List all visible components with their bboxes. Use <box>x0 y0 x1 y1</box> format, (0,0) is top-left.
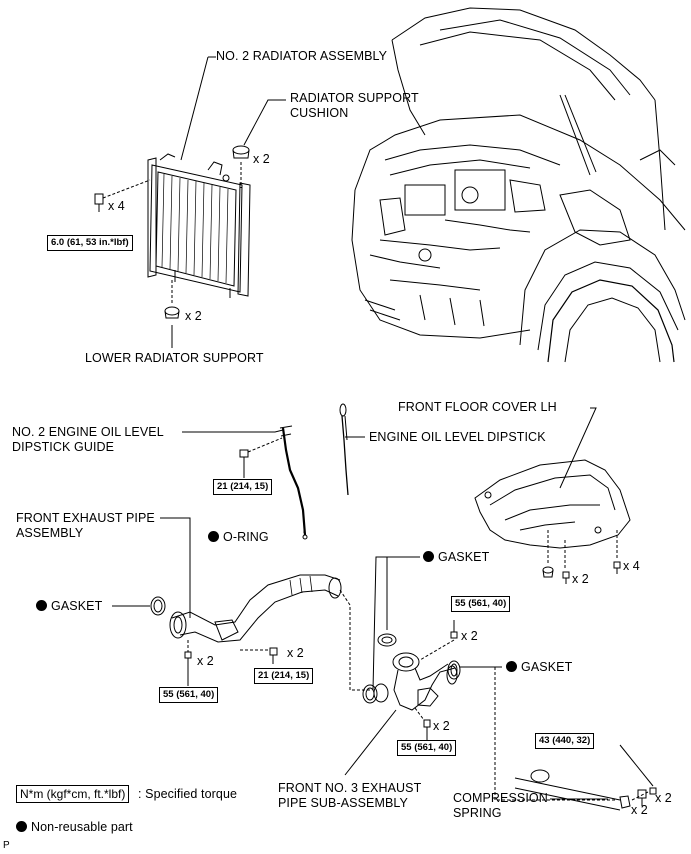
dipstick-illustration <box>339 403 349 496</box>
torque-dipstick-bolt: 21 (214, 15) <box>213 479 273 495</box>
leader-dipstick-guide <box>182 429 284 433</box>
qty-pipe-bolt-mid: x 2 <box>287 646 304 660</box>
radiator-illustration <box>147 153 251 298</box>
leader-exhaust-pipe <box>160 517 191 618</box>
nonreusable-dot-icon <box>16 821 27 832</box>
label-dipstick-guide-line2: DIPSTICK GUIDE <box>12 440 115 454</box>
legend-nonreusable: Non-reusable part <box>16 820 133 835</box>
spring-join-dash <box>494 667 615 801</box>
label-compression-line1: COMPRESSION <box>453 791 548 805</box>
label-exhaust-pipe-line1: FRONT EXHAUST PIPE <box>16 511 155 525</box>
label-o-ring: O-RING <box>208 530 269 545</box>
gasket-left-illustration <box>150 596 166 616</box>
leader-radiator <box>180 56 209 161</box>
gasket-top-illustration <box>377 633 397 647</box>
label-gasket-top: GASKET <box>423 550 489 565</box>
qty-pipe-nut-left: x 2 <box>197 654 214 668</box>
dipstick-guide-illustration <box>239 425 308 540</box>
leader-cushion <box>243 99 286 146</box>
floor-cover-illustration <box>474 459 631 584</box>
qty-spring-right: x 2 <box>655 791 672 805</box>
label-gasket-right: GASKET <box>506 660 572 675</box>
qty-pipe-nut-upper-right: x 2 <box>461 629 478 643</box>
torque-radiator-bolt: 6.0 (61, 53 in.*lbf) <box>47 235 133 251</box>
leader-no3-pipe <box>344 709 397 776</box>
legend-nonreusable-text: Non-reusable part <box>31 820 133 834</box>
label-no3-pipe-line2: PIPE SUB-ASSEMBLY <box>278 796 408 810</box>
label-lower-support: LOWER RADIATOR SUPPORT <box>85 351 264 365</box>
no3-pipe-illustration <box>373 652 458 711</box>
qty-lower-support: x 2 <box>185 309 202 323</box>
nonreusable-dot-icon <box>506 661 517 672</box>
label-floor-cover: FRONT FLOOR COVER LH <box>398 400 557 414</box>
legend-torque-unit: N*m (kgf*cm, ft.*lbf) <box>16 785 130 803</box>
label-gasket-right-text: GASKET <box>521 660 573 674</box>
label-o-ring-text: O-RING <box>223 530 269 544</box>
label-compression-line2: SPRING <box>453 806 502 820</box>
leader-floor-cover <box>559 407 597 489</box>
exhaust-pipe-illustration <box>169 574 342 652</box>
qty-floor-cover-clip: x 2 <box>572 572 589 586</box>
qty-pipe-nut-lower-right: x 2 <box>433 719 450 733</box>
vehicle-illustration <box>351 7 686 363</box>
lower-support-illustration <box>164 280 180 319</box>
qty-floor-cover-bolt: x 4 <box>623 559 640 573</box>
support-cushion-illustration <box>232 145 250 188</box>
qty-radiator-bolt: x 4 <box>108 199 125 213</box>
torque-pipe-nut-upper-right: 55 (561, 40) <box>451 596 511 612</box>
legend-torque-desc: : Specified torque <box>138 787 238 801</box>
label-radiator-assembly: NO. 2 RADIATOR ASSEMBLY <box>216 49 388 63</box>
radiator-bolt-illustration <box>94 179 151 212</box>
pipe-join-dash <box>339 589 372 691</box>
gasket-right-illustration <box>447 660 461 680</box>
label-gasket-left-text: GASKET <box>51 599 103 613</box>
label-gasket-left: GASKET <box>36 599 102 614</box>
page-marker: P <box>3 840 10 851</box>
label-exhaust-pipe-line2: ASSEMBLY <box>16 526 84 540</box>
torque-pipe-bolt-mid: 21 (214, 15) <box>254 668 314 684</box>
qty-spring-left: x 2 <box>631 803 648 817</box>
label-no3-pipe-line1: FRONT NO. 3 EXHAUST <box>278 781 422 795</box>
qty-cushion: x 2 <box>253 152 270 166</box>
nonreusable-dot-icon <box>208 531 219 542</box>
label-dipstick-guide-line1: NO. 2 ENGINE OIL LEVEL <box>12 425 164 439</box>
leader-spring-bolt <box>619 744 654 787</box>
nonreusable-dot-icon <box>423 551 434 562</box>
torque-pipe-nut-left: 55 (561, 40) <box>159 687 219 703</box>
nonreusable-dot-icon <box>36 600 47 611</box>
torque-pipe-nut-lower-right: 55 (561, 40) <box>397 740 457 756</box>
label-gasket-top-text: GASKET <box>438 550 490 564</box>
label-dipstick: ENGINE OIL LEVEL DIPSTICK <box>369 430 546 444</box>
label-support-cushion-line2: CUSHION <box>290 106 349 120</box>
torque-spring-bolt: 43 (440, 32) <box>535 733 595 749</box>
label-support-cushion-line1: RADIATOR SUPPORT <box>290 91 419 105</box>
